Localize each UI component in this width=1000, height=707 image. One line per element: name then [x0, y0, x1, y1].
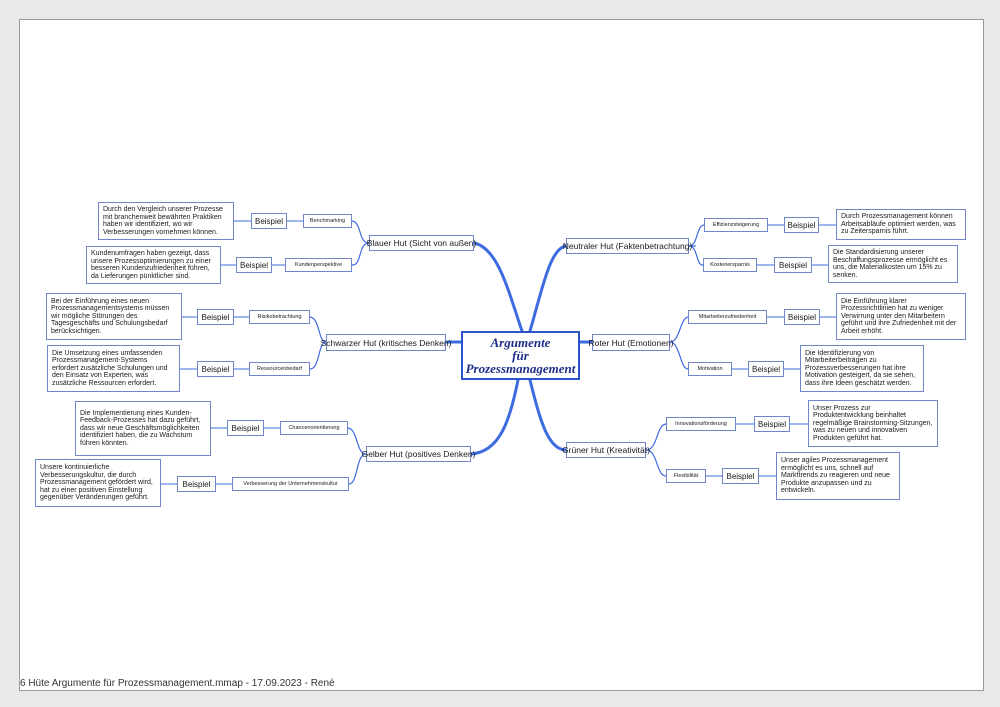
note-innovationsfoerderung: Unser Prozess zur Produktentwicklung bei…	[808, 400, 938, 447]
topic-gelber-hut[interactable]: Gelber Hut (positives Denken)	[362, 446, 475, 462]
note-chancenorientierung: Die Implementierung eines Kunden-Feedbac…	[75, 401, 211, 456]
example-motivation[interactable]: Beispiel	[748, 361, 784, 377]
topic-blauer-hut[interactable]: Blauer Hut (Sicht von außen)	[367, 235, 476, 251]
subtopic-risikobetrachtung[interactable]: Risikobetrachtung	[249, 310, 310, 324]
subtopic-unternehmenskultur[interactable]: Verbesserung der Unternehmenskultur	[232, 477, 349, 491]
example-ressourcenbedarf[interactable]: Beispiel	[197, 361, 234, 377]
subtopic-flexibilitaet[interactable]: Flexibilität	[666, 469, 706, 483]
topic-roter-hut[interactable]: Roter Hut (Emotionen)	[588, 334, 674, 351]
example-innovationsfoerderung[interactable]: Beispiel	[754, 416, 790, 432]
subtopic-innovationsfoerderung[interactable]: Innovationsförderung	[666, 417, 736, 431]
central-topic-line1: Argumente	[490, 335, 551, 350]
branch-neutral	[528, 244, 568, 333]
branch-blau	[472, 241, 524, 333]
subtopic-motivation[interactable]: Motivation	[688, 362, 732, 376]
example-kostenersparnis[interactable]: Beispiel	[774, 257, 812, 273]
subtopic-mitarbeiterzufriedenheit[interactable]: Mitarbeiterzufriedenheit	[688, 310, 767, 324]
example-risikobetrachtung[interactable]: Beispiel	[197, 309, 234, 325]
note-risikobetrachtung: Bei der Einführung eines neuen Prozessma…	[46, 293, 182, 340]
central-topic-line3: Prozessmanagement	[465, 361, 576, 376]
example-mitarbeiterzufriedenheit[interactable]: Beispiel	[784, 309, 820, 325]
subtopic-chancenorientierung[interactable]: Chancenorientierung	[280, 421, 348, 435]
example-chancenorientierung[interactable]: Beispiel	[227, 420, 264, 436]
note-benchmarking: Durch den Vergleich unserer Prozesse mit…	[98, 202, 234, 240]
topic-gruener-hut[interactable]: Grüner Hut (Kreativität)	[562, 442, 650, 458]
subtopic-benchmarking[interactable]: Benchmarking	[303, 214, 352, 228]
note-motivation: Die Identifizierung von Mitarbeiterbeitr…	[800, 345, 924, 392]
example-kundenperspektive[interactable]: Beispiel	[236, 257, 272, 273]
example-unternehmenskultur[interactable]: Beispiel	[177, 476, 216, 492]
note-mitarbeiterzufriedenheit: Die Einführung klarer Prozessrichtlinien…	[836, 293, 966, 340]
subtopic-ressourcenbedarf[interactable]: Ressourcenbedarf	[249, 362, 310, 376]
note-kundenperspektive: Kundenumfragen haben gezeigt, dass unser…	[86, 246, 221, 284]
subtopic-effizienzsteigerung[interactable]: Effizienzsteigerung	[704, 218, 768, 232]
subtopic-kundenperspektive[interactable]: Kundenperspektive	[285, 258, 352, 272]
central-topic-line2: für	[512, 348, 529, 363]
example-flexibilitaet[interactable]: Beispiel	[722, 468, 759, 484]
central-topic[interactable]: Argumente für Prozessmanagement	[461, 331, 580, 380]
topic-schwarzer-hut[interactable]: Schwarzer Hut (kritisches Denken)	[321, 334, 451, 351]
example-benchmarking[interactable]: Beispiel	[251, 213, 287, 229]
branch-gruen	[528, 378, 568, 452]
topic-neutraler-hut[interactable]: Neutraler Hut (Faktenbetrachtung)	[563, 238, 692, 254]
note-kostenersparnis: Die Standardisierung unserer Beschaffung…	[828, 245, 958, 283]
branch-gelb	[469, 378, 520, 456]
note-flexibilitaet: Unser agiles Prozessmanagement ermöglich…	[776, 452, 900, 500]
example-effizienzsteigerung[interactable]: Beispiel	[784, 217, 819, 233]
note-ressourcenbedarf: Die Umsetzung eines umfassenden Prozessm…	[47, 345, 180, 392]
subtopic-kostenersparnis[interactable]: Kostenersparnis	[703, 258, 757, 272]
note-unternehmenskultur: Unsere kontinuierliche Verbesserungskult…	[35, 459, 161, 507]
note-effizienzsteigerung: Durch Prozessmanagement können Arbeitsab…	[836, 209, 966, 240]
footer-filename: 6 Hüte Argumente für Prozessmanagement.m…	[20, 678, 335, 689]
